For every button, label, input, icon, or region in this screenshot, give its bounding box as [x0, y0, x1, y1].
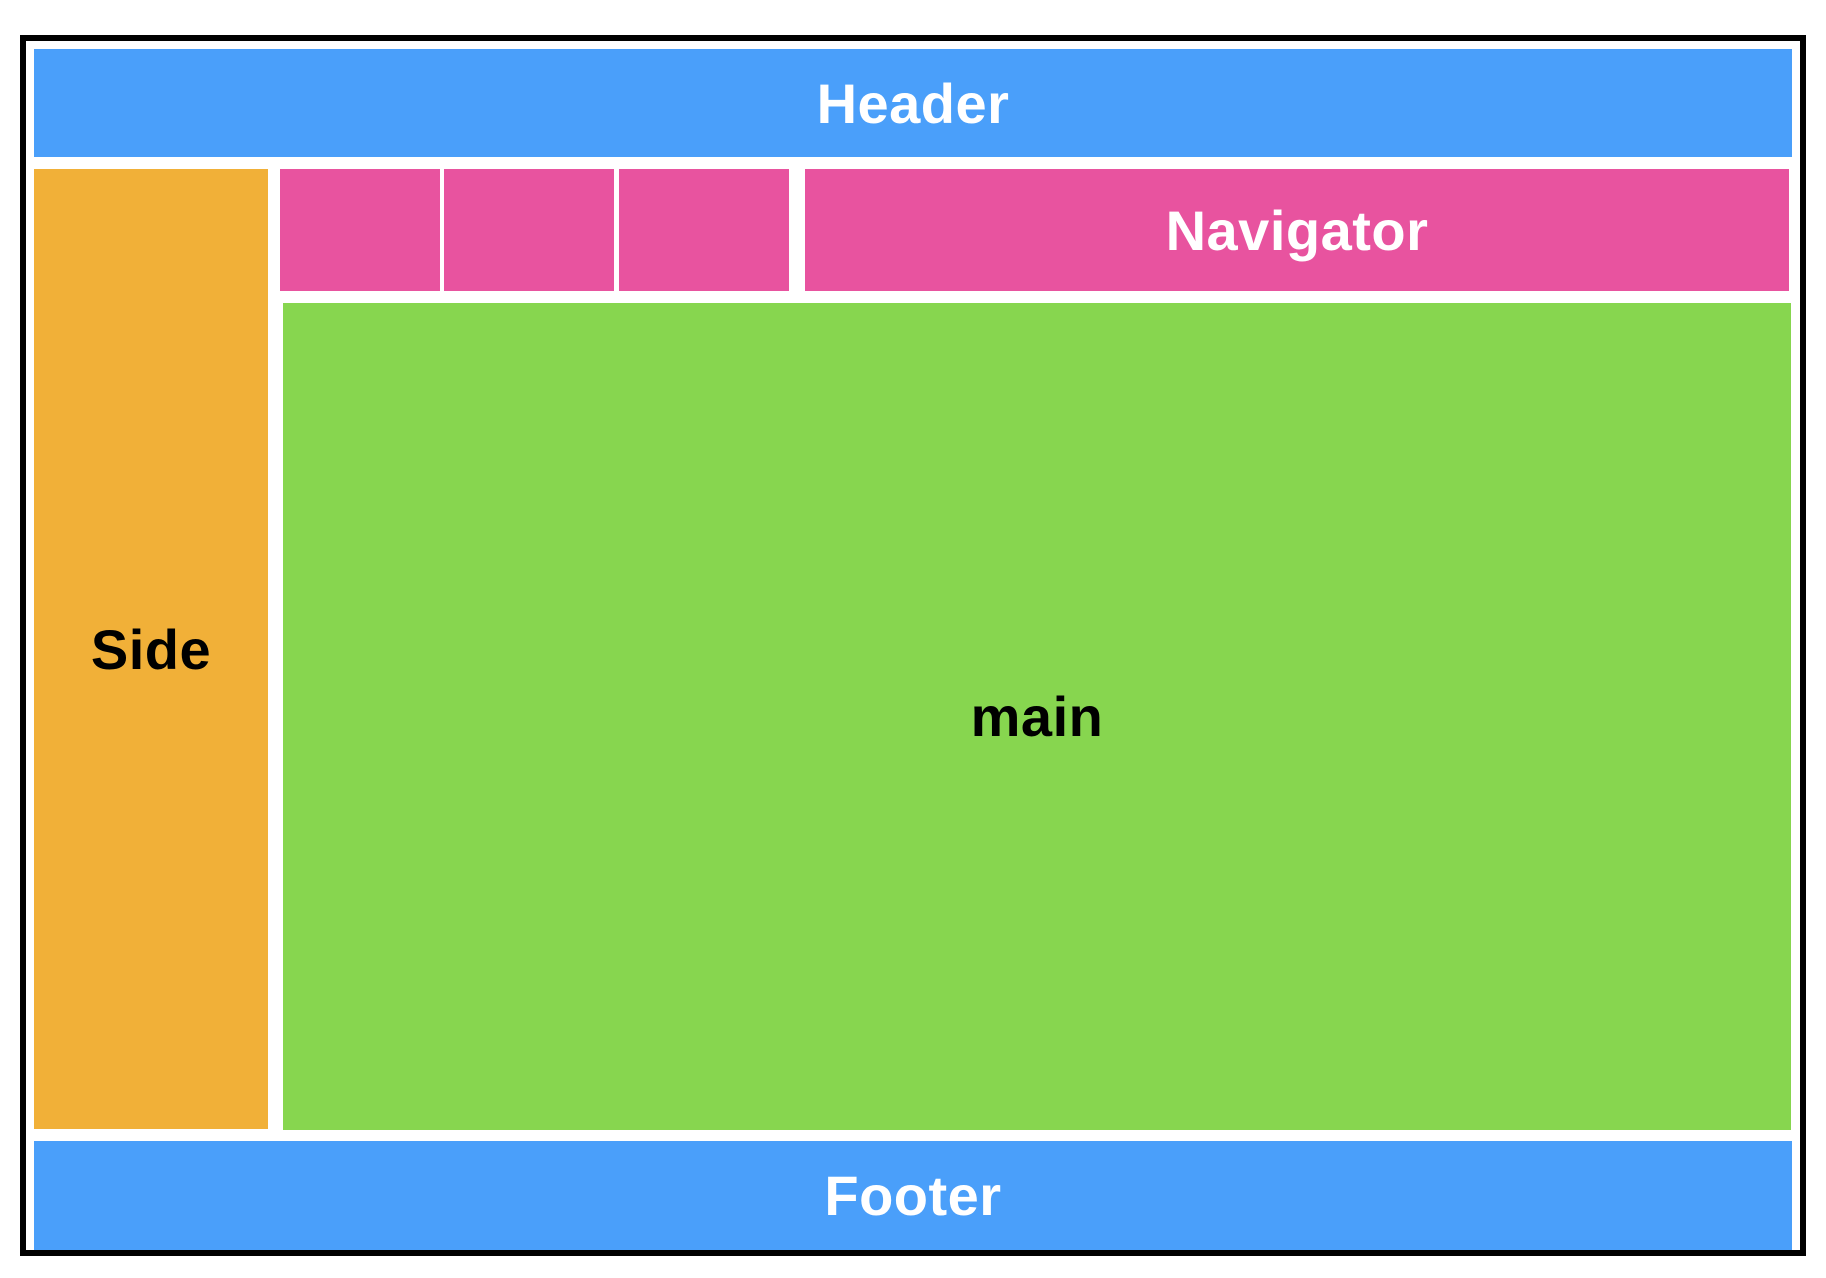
navigator-tab-3	[619, 169, 789, 291]
navigator-tab-2	[444, 169, 614, 291]
footer-label: Footer	[824, 1164, 1002, 1227]
footer-region: Footer	[34, 1141, 1792, 1250]
navigator-label: Navigator	[1165, 198, 1429, 262]
side-region: Side	[34, 169, 268, 1129]
navigator-tab-1	[280, 169, 440, 291]
navigator-region: Navigator	[805, 169, 1789, 291]
main-label: main	[970, 685, 1104, 748]
header-label: Header	[816, 71, 1010, 135]
side-label: Side	[90, 617, 212, 681]
layout-frame: Header Side Navigator main Footer	[20, 35, 1806, 1256]
main-region: main	[283, 303, 1791, 1130]
header-region: Header	[34, 49, 1792, 157]
